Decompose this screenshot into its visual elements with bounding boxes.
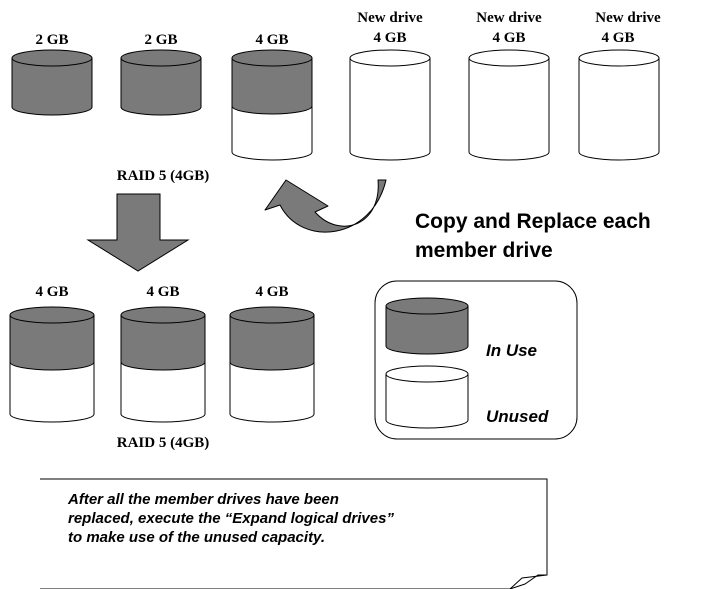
new-drive-capacity-2: 4 GB bbox=[492, 30, 526, 46]
note-line-2: replaced, execute the “Expand logical dr… bbox=[68, 510, 394, 527]
raid-label-bottom: RAID 5 (4GB) bbox=[116, 435, 210, 451]
drive-label-4gb: 4 GB bbox=[255, 32, 289, 48]
drive-cylinder-new-1 bbox=[349, 49, 431, 161]
legend-unused-swatch bbox=[385, 365, 469, 429]
legend-unused-label: Unused bbox=[486, 407, 549, 426]
drive-label-bottom-3: 4 GB bbox=[255, 284, 289, 300]
new-drive-header-3: New drive bbox=[595, 10, 661, 26]
drive-cylinder-bottom-2 bbox=[120, 306, 206, 423]
new-drive-capacity-1: 4 GB bbox=[373, 30, 407, 46]
legend-in-use-swatch bbox=[385, 297, 469, 355]
drive-cylinder-2gb-1 bbox=[11, 49, 93, 116]
note-line-1: After all the member drives have been bbox=[68, 491, 339, 508]
drive-cylinder-new-2 bbox=[468, 49, 550, 161]
copy-replace-line-1: Copy and Replace each bbox=[415, 210, 651, 233]
drive-label-2gb-1: 2 GB bbox=[35, 32, 69, 48]
new-drive-header-2: New drive bbox=[476, 10, 542, 26]
drive-cylinder-bottom-3 bbox=[229, 306, 315, 423]
drive-cylinder-2gb-2 bbox=[120, 49, 202, 116]
new-drive-header-1: New drive bbox=[357, 10, 423, 26]
drive-label-2gb-2: 2 GB bbox=[144, 32, 178, 48]
new-drive-capacity-3: 4 GB bbox=[601, 30, 635, 46]
copy-replace-line-2: member drive bbox=[415, 239, 553, 262]
note-corner-fold bbox=[509, 574, 548, 589]
drive-cylinder-new-3 bbox=[578, 49, 660, 161]
note-box bbox=[40, 478, 548, 589]
drive-cylinder-bottom-1 bbox=[9, 306, 95, 423]
legend-in-use-label: In Use bbox=[486, 341, 538, 360]
raid-label-top: RAID 5 (4GB) bbox=[116, 168, 210, 184]
curved-return-arrow bbox=[264, 179, 387, 233]
drive-cylinder-4gb-half bbox=[231, 49, 313, 161]
note-line-3: to make use of the unused capacity. bbox=[68, 529, 326, 546]
down-arrow bbox=[86, 193, 190, 272]
drive-label-bottom-2: 4 GB bbox=[146, 284, 180, 300]
drive-label-bottom-1: 4 GB bbox=[35, 284, 69, 300]
